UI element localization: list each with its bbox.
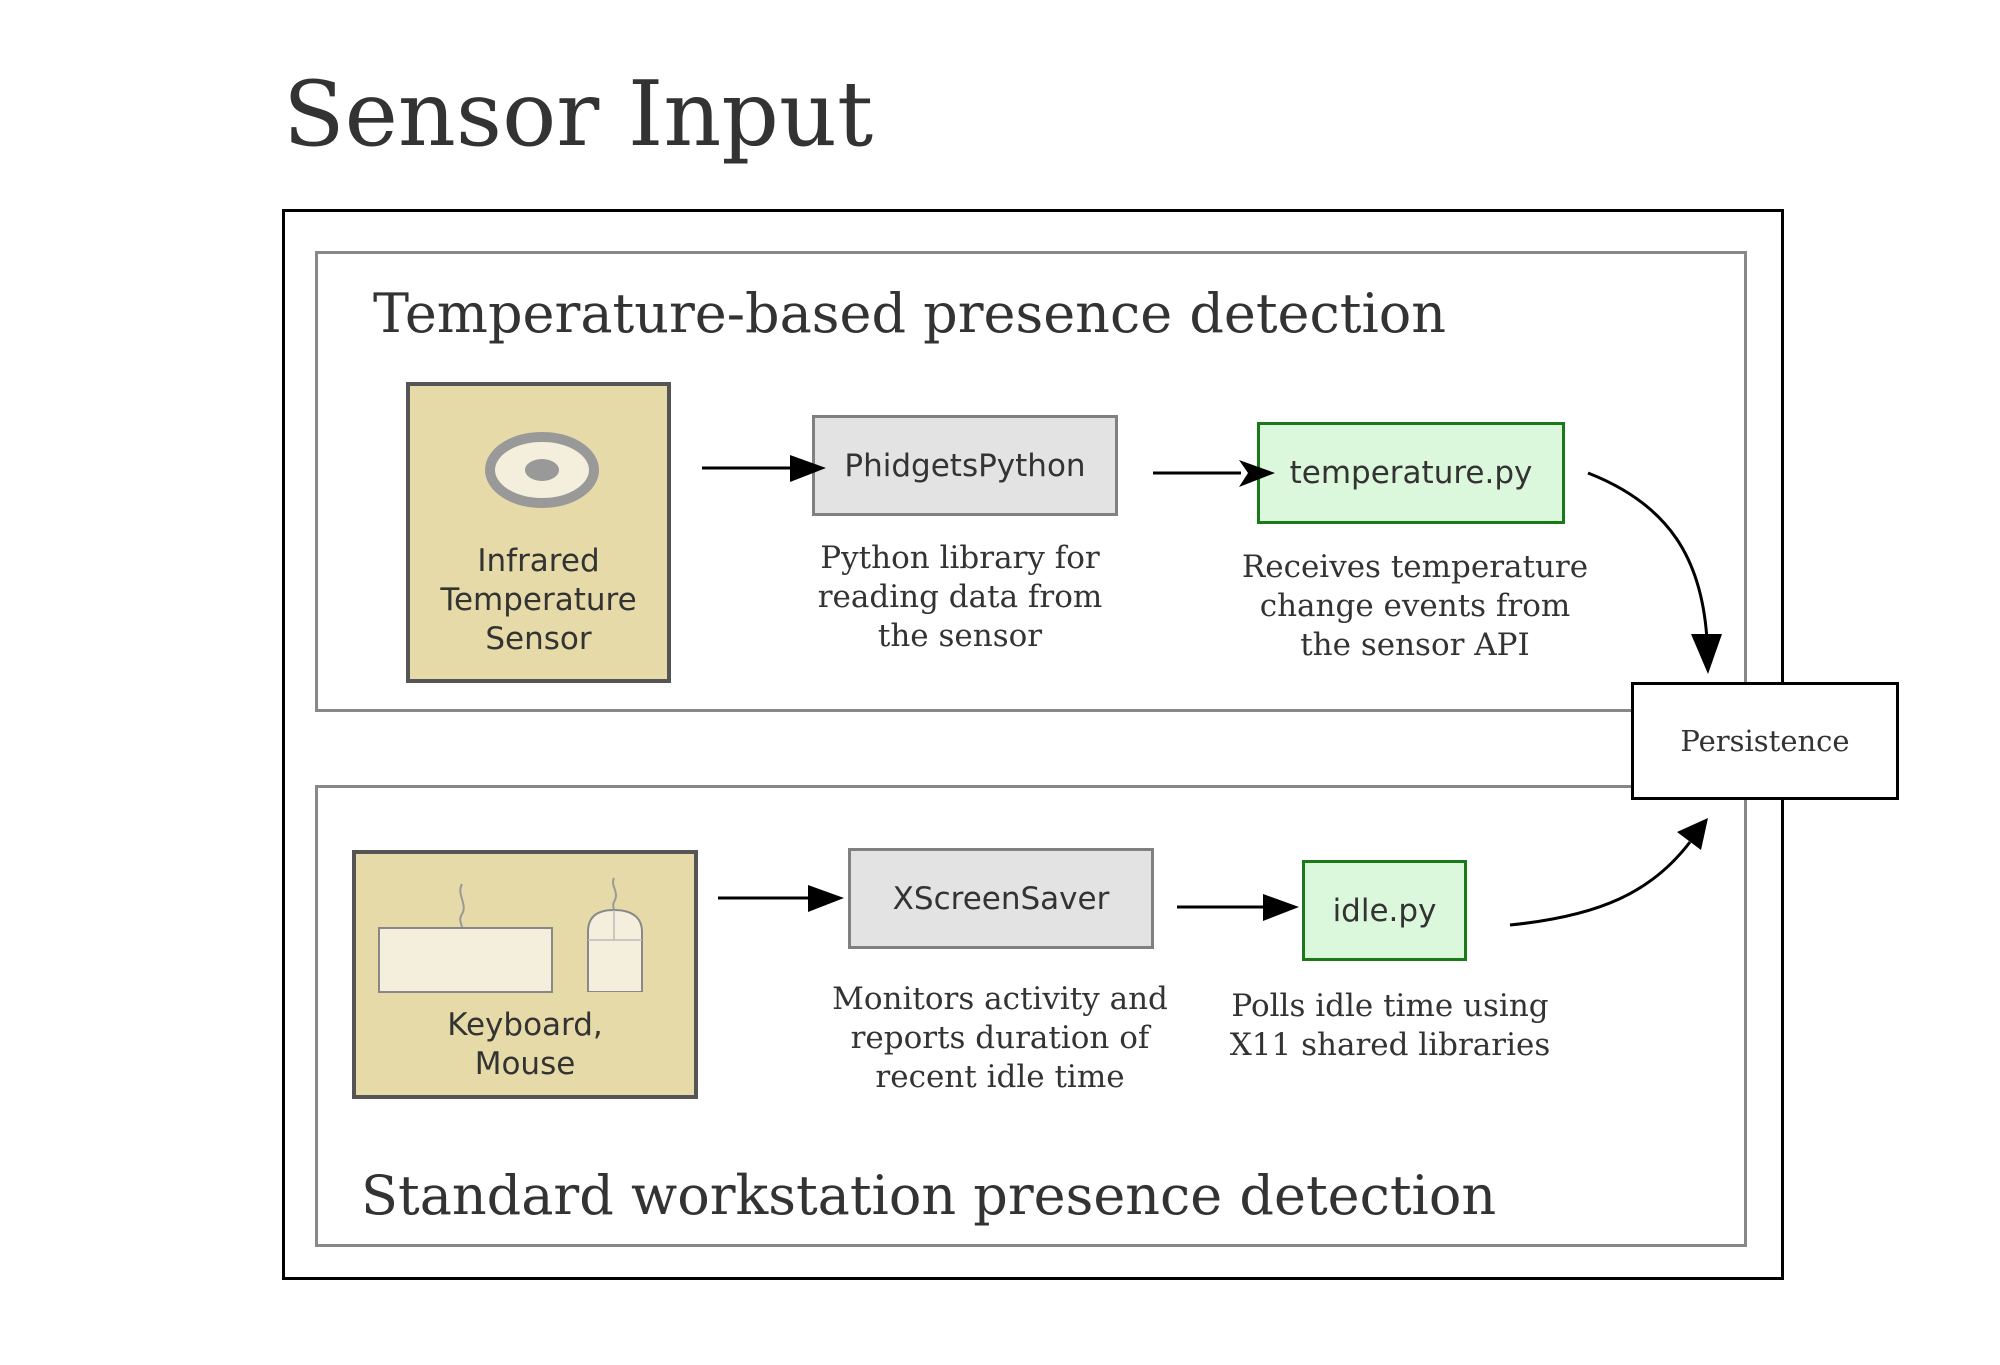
infrared-sensor-label: Infrared Temperature Sensor bbox=[440, 543, 637, 657]
xscreensaver-description: Monitors activity and reports duration o… bbox=[832, 981, 1168, 1095]
workstation-section-title: Standard workstation presence detection bbox=[361, 1164, 1497, 1227]
arrowhead-phidgets-to-temperature-py bbox=[1239, 460, 1275, 487]
arrowhead-temperature-py-to-persistence bbox=[1691, 634, 1722, 674]
keyboard-mouse-node: Keyboard, Mouse bbox=[352, 850, 698, 1099]
idle-py-node: idle.py bbox=[1302, 860, 1467, 961]
arrowhead-keyboard-to-xscreensaver bbox=[808, 885, 844, 912]
infrared-sensor-icon bbox=[485, 432, 599, 508]
arrowhead-sensor-to-phidgets bbox=[790, 455, 826, 482]
temperature-py-node: temperature.py bbox=[1257, 422, 1565, 524]
keyboard-icon bbox=[378, 883, 553, 993]
temperature-section-title: Temperature-based presence detection bbox=[373, 282, 1447, 345]
page-title: Sensor Input bbox=[283, 62, 874, 167]
xscreensaver-label: XScreenSaver bbox=[892, 880, 1110, 917]
phidgetspython-description: Python library for reading data from the… bbox=[817, 540, 1103, 654]
infrared-sensor-node: Infrared Temperature Sensor bbox=[406, 382, 671, 683]
idle-py-description: Polls idle time using X11 shared librari… bbox=[1229, 988, 1551, 1063]
temperature-py-description: Receives temperature change events from … bbox=[1241, 549, 1589, 663]
mouse-icon bbox=[587, 877, 643, 992]
temperature-py-label: temperature.py bbox=[1289, 455, 1533, 491]
arrow-temperature-py-to-persistence bbox=[1587, 471, 1709, 641]
phidgetspython-label: PhidgetsPython bbox=[844, 447, 1086, 484]
idle-py-label: idle.py bbox=[1332, 892, 1437, 929]
phidgetspython-node: PhidgetsPython bbox=[812, 415, 1118, 516]
keyboard-mouse-label: Keyboard, Mouse bbox=[447, 1007, 603, 1082]
arrowhead-xscreensaver-to-idle-py bbox=[1263, 894, 1299, 921]
arrowhead-idle-py-to-persistence bbox=[1677, 818, 1708, 850]
persistence-node: Persistence bbox=[1631, 682, 1899, 800]
arrow-idle-py-to-persistence bbox=[1509, 841, 1692, 927]
xscreensaver-node: XScreenSaver bbox=[848, 848, 1154, 949]
persistence-label: Persistence bbox=[1680, 724, 1850, 758]
